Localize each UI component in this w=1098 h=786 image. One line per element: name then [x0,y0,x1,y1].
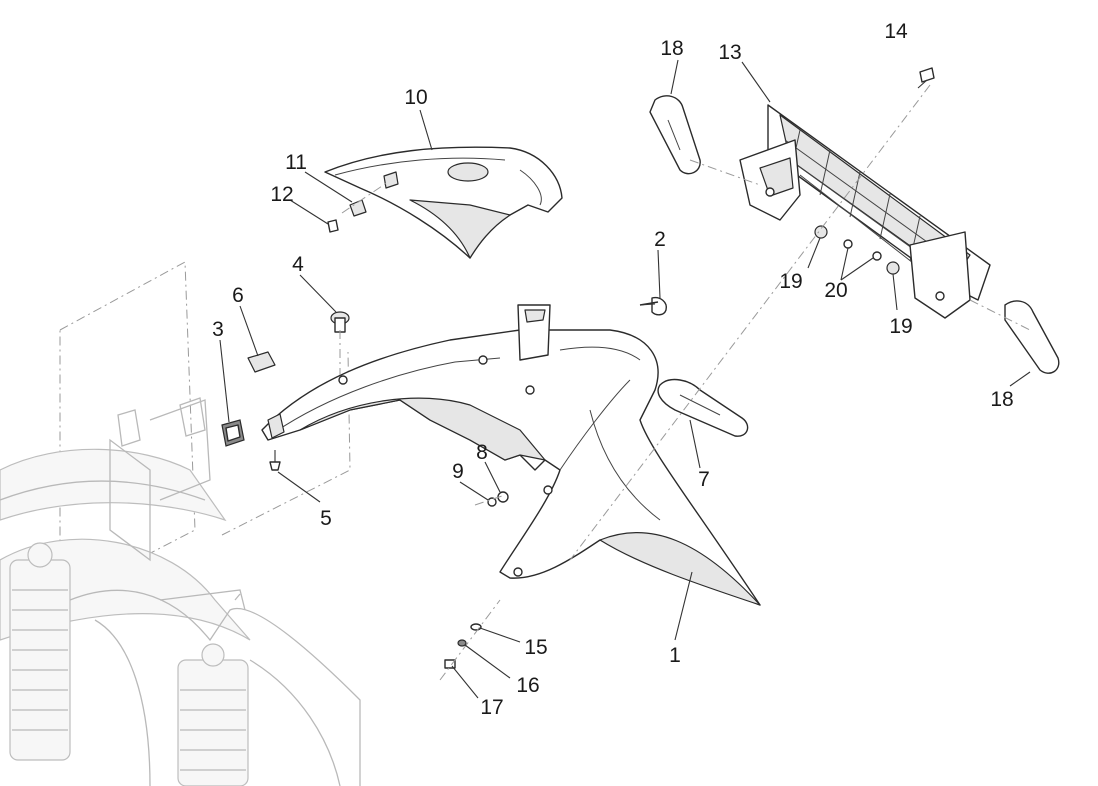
washer-part-16 [457,639,467,647]
callout-9: 9 [452,460,464,483]
callout-19-left: 19 [779,270,802,293]
callout-1: 1 [669,644,681,667]
assembly-axes [339,84,1031,681]
washer-part-19 [814,225,900,275]
reflector-part-7 [657,378,749,437]
rear-shock-left-ghost [9,542,71,761]
nut-part-9 [487,497,497,507]
callout-8: 8 [476,441,488,464]
callout-labels: 1 2 3 4 5 6 7 8 9 10 11 12 13 14 15 16 1… [212,20,1014,719]
nut-part-6 [247,351,276,373]
screw-part-14 [917,67,935,89]
callout-18-top: 18 [660,37,683,60]
nut-part-17 [444,659,456,669]
bolt-part-4 [330,311,350,333]
callout-4: 4 [292,253,304,276]
rubber-pad-part-18-bottom [1004,300,1060,374]
bolt-part-2 [639,296,667,316]
rear-shock-right-ghost [177,643,249,786]
callout-17: 17 [480,696,503,719]
washer-part-15 [470,623,482,631]
background-frame-ghost [0,261,361,786]
clip-part-3 [221,419,245,447]
callout-15: 15 [524,636,547,659]
leader-lines [219,59,1031,699]
callout-6: 6 [232,284,244,307]
callout-14: 14 [884,20,908,43]
callout-19-right: 19 [889,315,912,338]
tail-cover-part-10 [324,146,563,259]
callout-3: 3 [212,318,224,341]
callout-10: 10 [404,86,427,109]
callout-12: 12 [270,183,293,206]
callout-5: 5 [320,507,332,530]
callout-11: 11 [285,151,307,174]
callout-2: 2 [654,228,666,251]
callout-18-bottom: 18 [990,388,1013,411]
callout-20: 20 [824,279,847,302]
callout-7: 7 [698,468,710,491]
nut-part-20 [843,239,882,261]
rear-mudguard-part-1 [261,304,761,606]
rubber-pad-part-18-top [649,95,701,175]
screw-part-5 [269,450,281,471]
screw-part-12 [327,219,339,233]
callout-13: 13 [718,41,741,64]
license-plate-holder-part-13 [739,104,991,319]
callout-16: 16 [516,674,539,697]
